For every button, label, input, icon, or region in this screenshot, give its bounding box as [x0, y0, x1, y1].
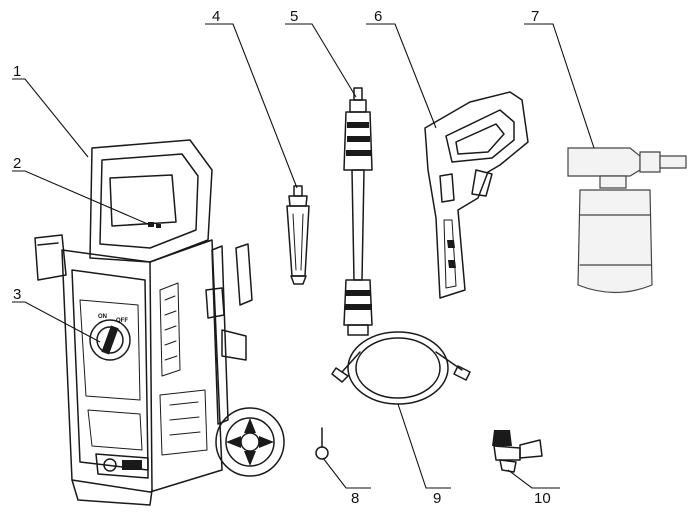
- leader-9: [397, 403, 451, 489]
- callout-7: 7: [531, 8, 539, 25]
- trigger-gun: [424, 91, 529, 299]
- callout-2: 2: [13, 155, 21, 172]
- dial-off-label: OFF: [116, 318, 128, 324]
- callout-5: 5: [290, 8, 298, 25]
- leader-10: [507, 469, 560, 489]
- callout-3: 3: [13, 286, 21, 303]
- on-off-dial: ON OFF: [89, 314, 131, 361]
- callout-9: 9: [433, 490, 441, 507]
- leader-4: [205, 23, 298, 189]
- foam-bottle: [567, 147, 687, 294]
- leader-6: [366, 23, 437, 129]
- leader-lines: [12, 23, 595, 489]
- dial-on-label: ON: [98, 314, 107, 320]
- leader-7: [524, 23, 595, 149]
- callout-6: 6: [374, 8, 382, 25]
- leader-1: [12, 78, 89, 158]
- leader-5: [285, 23, 357, 98]
- callout-10: 10: [534, 490, 551, 507]
- leader-3: [12, 301, 101, 343]
- callout-4: 4: [212, 8, 220, 25]
- leader-8: [322, 457, 371, 489]
- callout-1: 1: [13, 63, 21, 80]
- quick-coupler: [492, 430, 543, 473]
- callout-8: 8: [351, 490, 359, 507]
- callout-numbers: 1 2 3 4 5 6 7 8 9 10: [13, 8, 551, 507]
- high-pressure-hose: [331, 331, 471, 405]
- turbo-nozzle: [286, 185, 310, 285]
- cleaning-needle: [315, 427, 329, 460]
- spray-lance: [343, 87, 373, 336]
- leader-2: [12, 170, 151, 226]
- pressure-washer-unit: ON OFF: [34, 139, 285, 506]
